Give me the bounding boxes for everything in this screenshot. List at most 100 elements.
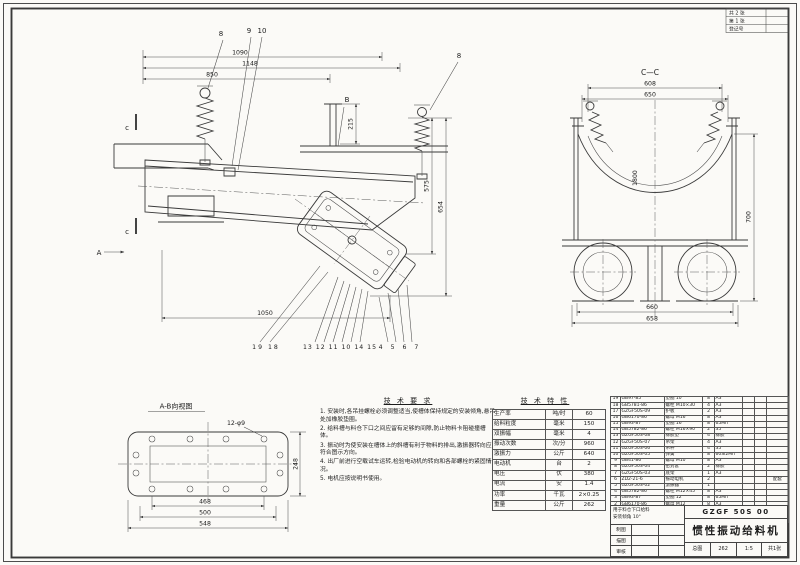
- table-cell: 双振幅: [492, 429, 546, 441]
- sig-name-cell: [632, 525, 659, 535]
- table-cell: 毫米: [545, 429, 573, 441]
- dim-215: 215: [348, 118, 355, 130]
- dim-1148: 1148: [242, 61, 258, 68]
- table-cell: 电动机: [492, 459, 546, 471]
- table-cell: 电流: [492, 479, 546, 491]
- title-block-bottom-row: 总图 262 1:5 共1张: [685, 542, 787, 556]
- usage-note-1: 用于料仓下口给料: [613, 508, 650, 513]
- dim-1050: 1050: [257, 310, 273, 317]
- dim-1090: 1090: [232, 50, 248, 57]
- technical-requirements: 技 术 要 求 1. 安装时,各吊挂螺栓必须调整适当,使槽体保持规定的安装倾角,…: [320, 396, 496, 485]
- sig-row: 审核: [611, 546, 684, 557]
- usage-notes: 用于料仓下口给料 安装倾角 10°: [611, 506, 684, 525]
- tech-req-item: 4. 出厂前进行空载试车运转,检验电动机的转向和各部螺栓的紧固情况。: [320, 459, 492, 473]
- corner-row-1: 共 2 张: [729, 10, 745, 17]
- table-cell: 吨/时: [545, 408, 573, 421]
- dim-548: 548: [199, 521, 211, 528]
- hole-callout: 12-φ9: [227, 420, 245, 427]
- sig-date-cell: [659, 536, 684, 546]
- drawing-scale: 1:5: [737, 543, 763, 556]
- sig-name-cell: [632, 546, 659, 557]
- drawing-title: 惯性振动给料机: [692, 525, 780, 537]
- table-cell: 激振力: [492, 449, 546, 461]
- table-cell: 262: [572, 499, 606, 511]
- table-cell: 功率: [492, 489, 546, 501]
- tech-req-item: 5. 电机应按说明书使用。: [320, 476, 386, 483]
- section-view-title: C—C: [641, 68, 659, 77]
- sig-date-cell: [659, 546, 684, 556]
- cc-left-spring: [583, 100, 614, 153]
- sig-label: 审核: [611, 546, 632, 557]
- view-arrow-a: A: [97, 249, 102, 257]
- dim-660: 660: [646, 304, 658, 311]
- table-cell: 4: [572, 429, 606, 441]
- section-mark-c1: c: [125, 124, 129, 132]
- item-numbers-3: 4 5 6 7: [379, 344, 422, 351]
- sheet-border: [3, 3, 797, 562]
- sig-date-cell: [659, 525, 684, 535]
- table-cell: 2: [572, 459, 606, 471]
- dim-500: 500: [199, 510, 211, 517]
- section-view-cc: C—C: [562, 68, 758, 327]
- table-cell: 960: [572, 439, 606, 451]
- table-cell: 振动次数: [492, 439, 546, 451]
- table-cell: 安: [545, 479, 573, 491]
- balloon-9: 9: [247, 27, 251, 35]
- sig-label: 描图: [611, 535, 632, 546]
- table-cell: 公斤: [545, 499, 573, 511]
- tech-req-item: 3. 振动时为使安装在槽体上的斜槽有利于物料的排出,激振器转向应符合图示方向。: [320, 442, 492, 457]
- left-spring-hanger: [195, 85, 215, 162]
- main-side-view: 1090 1148 850 575 654 215 1050 8 9 10 8 …: [97, 27, 462, 351]
- dim-850: 850: [206, 72, 218, 79]
- corner-table: 共 2 张 第 1 张 登记号: [725, 8, 789, 33]
- cc-right-spring: [696, 100, 727, 153]
- table-cell: 重量: [492, 499, 546, 511]
- table-cell: 公斤: [545, 449, 573, 461]
- table-cell: 千瓦: [545, 489, 573, 501]
- tech-req-item: 2. 给料槽与料仓下口之间应留有足够的间隙,防止物料卡阻碰撞槽体。: [320, 425, 486, 440]
- drawing-sheet-count: 共1张: [768, 546, 782, 552]
- bolt-holes: [132, 435, 284, 493]
- balloon-8-right: 8: [457, 52, 461, 60]
- dim-575: 575: [424, 180, 431, 192]
- tech-req-item: 1. 安装时,各吊挂螺栓必须调整适当,使槽体保持规定的安装倾角,悬吊处加橡胶垫圈…: [320, 409, 496, 423]
- table-cell: 台: [545, 459, 573, 471]
- table-cell: 60: [572, 408, 606, 421]
- corner-row-2: 第 1 张: [729, 18, 745, 25]
- drawing-weight: 262: [711, 543, 737, 556]
- usage-note-2: 安装倾角 10°: [613, 515, 641, 521]
- balloon-10: 10: [258, 27, 267, 35]
- sig-row: 制图: [611, 525, 684, 536]
- technical-specs-title: 技 术 特 性: [520, 397, 570, 405]
- flange-view-ab: A-B向视图 12-φ9 248 468 500 548: [118, 402, 306, 532]
- title-block-right: GZGF 50S 00 惯性振动给料机 总图 262 1:5 共1张: [685, 506, 787, 556]
- dim-608: 608: [644, 81, 656, 88]
- balloon-8-left: 8: [219, 30, 223, 38]
- right-spring-hanger: [413, 104, 431, 176]
- dim-700: 700: [746, 211, 753, 223]
- section-mark-c2: c: [125, 228, 129, 236]
- table-cell: 毫米: [545, 419, 573, 431]
- dim-1800: 1800: [632, 170, 639, 186]
- table-cell: 640: [572, 449, 606, 461]
- table-cell: 2×0.25: [572, 489, 606, 501]
- sig-row: 描图: [611, 535, 684, 547]
- dim-248: 248: [293, 458, 300, 470]
- table-cell: 150: [572, 419, 606, 431]
- drawing-number: GZGF 50S 00: [685, 506, 787, 519]
- dim-650: 650: [644, 92, 656, 99]
- item-numbers-2: 13 12 11 10 14 15: [303, 344, 377, 351]
